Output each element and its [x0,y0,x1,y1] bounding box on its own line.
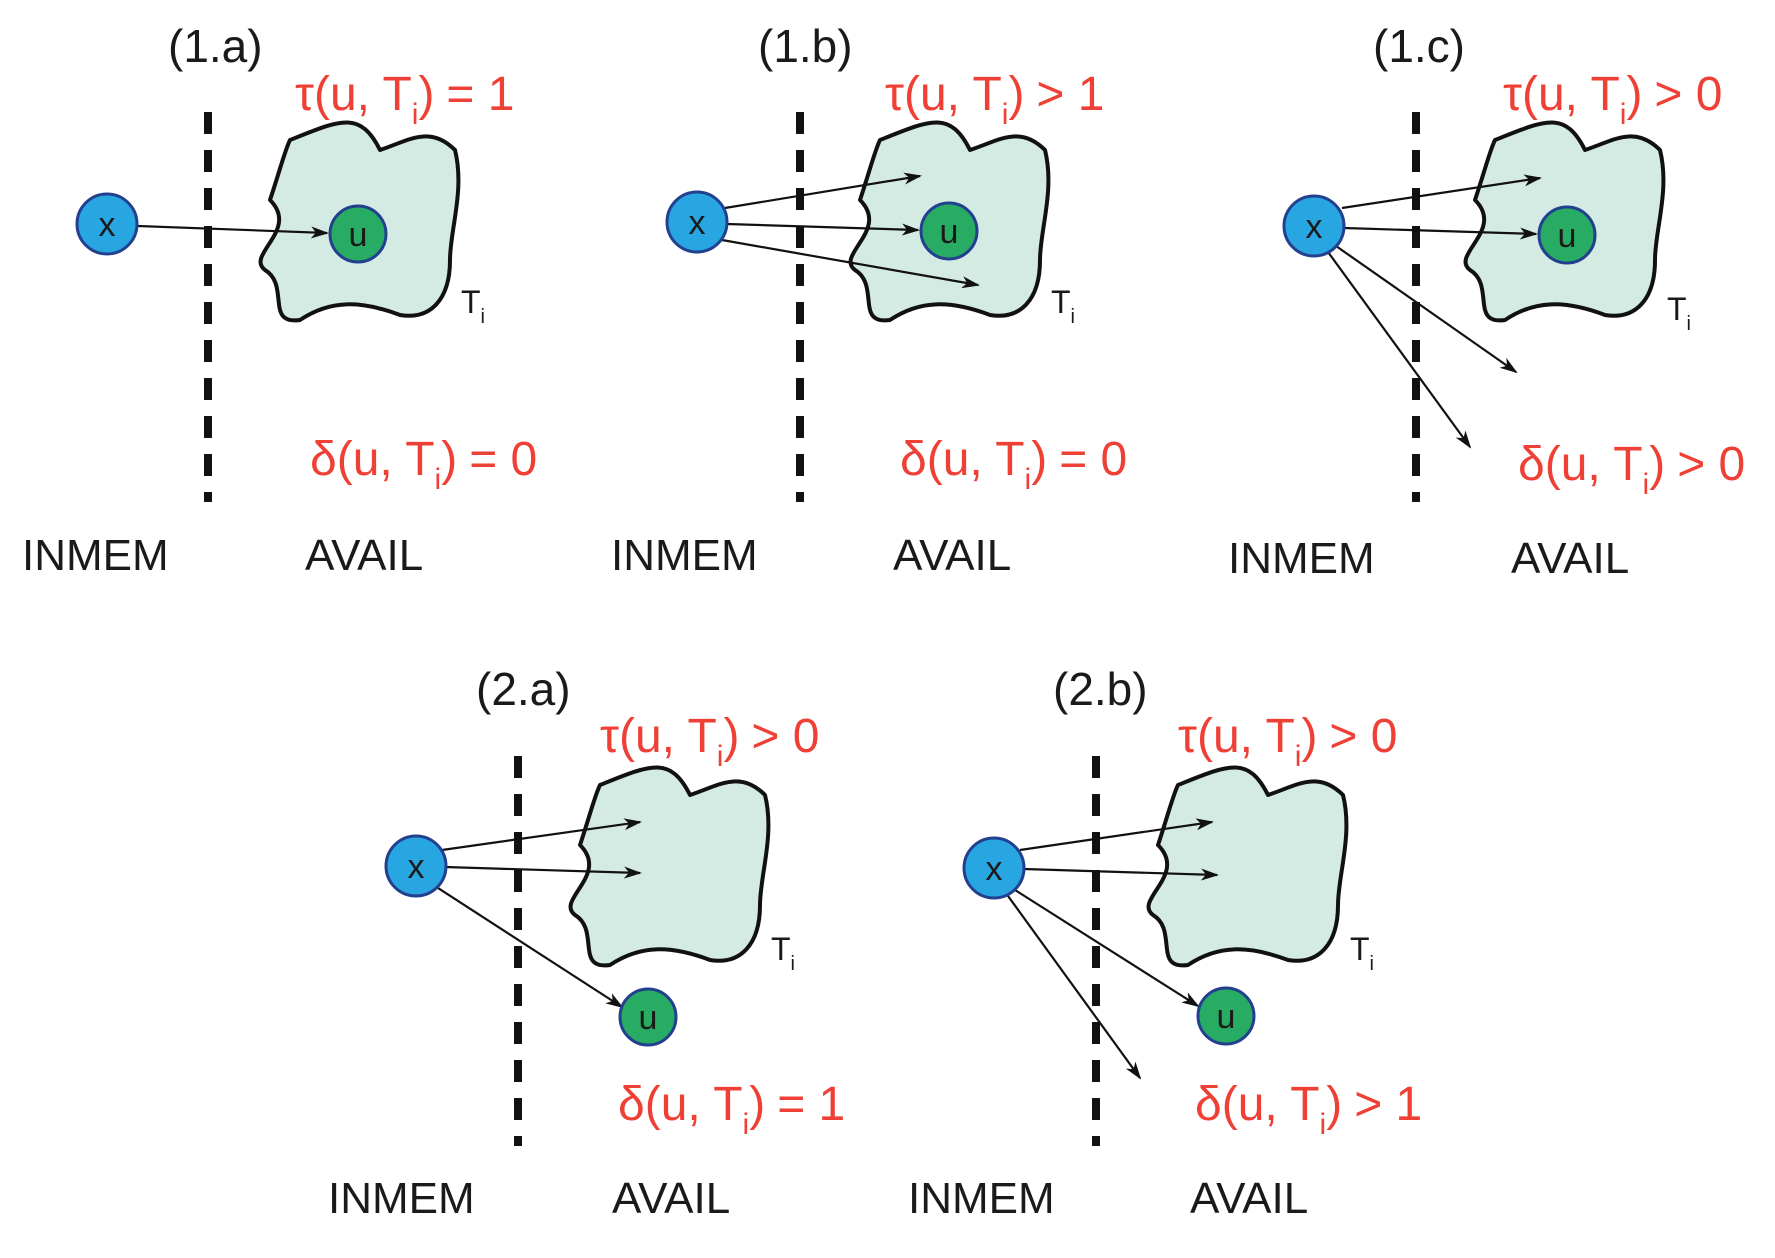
node-x-label: x [689,204,706,242]
access-arrow [444,865,642,879]
node-u-label: u [349,216,368,254]
node-x [75,192,139,256]
panel-1a: (1.a) τ(u, Ti)= 1 Ti x u δ(u, Ti)= 0 INM… [22,20,537,580]
node-x [962,836,1026,900]
panel-1c: (1.c) τ(u, Ti)> 0 Ti x u δ(u, Ti)> 0 INM… [1228,20,1745,583]
node-u [328,204,388,264]
access-arrow [726,222,920,236]
region-label: Ti [461,284,485,328]
access-arrow [1343,226,1538,240]
zone-inmem: INMEM [1228,534,1375,583]
zone-avail: AVAIL [1511,534,1629,583]
delta-formula: δ(u, Ti)> 0 [1518,438,1745,501]
panel-label: (1.c) [1373,20,1465,72]
access-arrow [137,224,329,239]
tau-formula: τ(u, Ti)> 0 [600,710,819,773]
node-u [919,201,979,261]
access-arrow [1023,867,1219,881]
tau-formula: τ(u, Ti)> 0 [1503,68,1722,131]
access-arrow [1007,895,1142,1080]
tau-formula: τ(u, Ti)= 1 [295,68,514,131]
node-x-label: x [1306,208,1323,246]
delta-formula: δ(u, Ti)> 1 [1195,1078,1422,1141]
node-x-label: x [986,850,1003,888]
region-label: Ti [1051,284,1075,328]
node-u-label: u [1217,998,1236,1036]
region-t-i [1146,765,1349,968]
tau-formula: τ(u, Ti)> 1 [885,68,1104,131]
node-x-label: x [99,206,116,244]
access-arrow [1327,251,1472,449]
zone-avail: AVAIL [1190,1174,1308,1223]
panel-2a: (2.a) τ(u, Ti)> 0 Ti x u δ(u, Ti)= 1 INM… [328,663,845,1223]
access-arrow [1014,889,1200,1008]
delta-formula: δ(u, Ti)= 1 [618,1078,845,1141]
zone-inmem: INMEM [22,531,169,580]
panel-label: (1.b) [758,20,853,72]
zone-inmem: INMEM [908,1174,1055,1223]
node-u-label: u [639,999,658,1037]
zone-avail: AVAIL [305,531,423,580]
panel-1b: (1.b) τ(u, Ti)> 1 Ti x u δ(u, Ti)= 0 INM… [611,20,1127,580]
region-label: Ti [771,931,795,975]
zone-inmem: INMEM [328,1174,475,1223]
tau-formula: τ(u, Ti)> 0 [1178,710,1397,773]
access-arrow [1335,245,1518,374]
region-t-i [568,765,771,968]
panel-label: (2.a) [476,663,571,715]
access-arrow [1341,174,1542,210]
region-label: Ti [1667,291,1691,335]
node-x [384,834,448,898]
delta-formula: δ(u, Ti)= 0 [310,433,537,496]
panel-label: (1.a) [168,20,263,72]
node-x-label: x [408,848,425,886]
access-arrow [1019,818,1214,852]
node-u [1537,205,1597,265]
access-arrow [437,887,624,1009]
region-label: Ti [1350,931,1374,975]
access-arrow [724,172,922,210]
zone-avail: AVAIL [612,1174,730,1223]
node-u [618,987,678,1047]
delta-formula: δ(u, Ti)= 0 [900,433,1127,496]
access-arrow [441,818,642,852]
node-u [1196,986,1256,1046]
node-x [665,190,729,254]
zone-inmem: INMEM [611,531,758,580]
zone-avail: AVAIL [893,531,1011,580]
node-u-label: u [940,213,959,251]
panel-label: (2.b) [1053,663,1148,715]
access-arrow [721,238,980,289]
node-u-label: u [1558,217,1577,255]
panel-2b: (2.b) τ(u, Ti)> 0 Ti x u δ(u, Ti)> 1 INM… [908,663,1422,1223]
node-x [1282,194,1346,258]
